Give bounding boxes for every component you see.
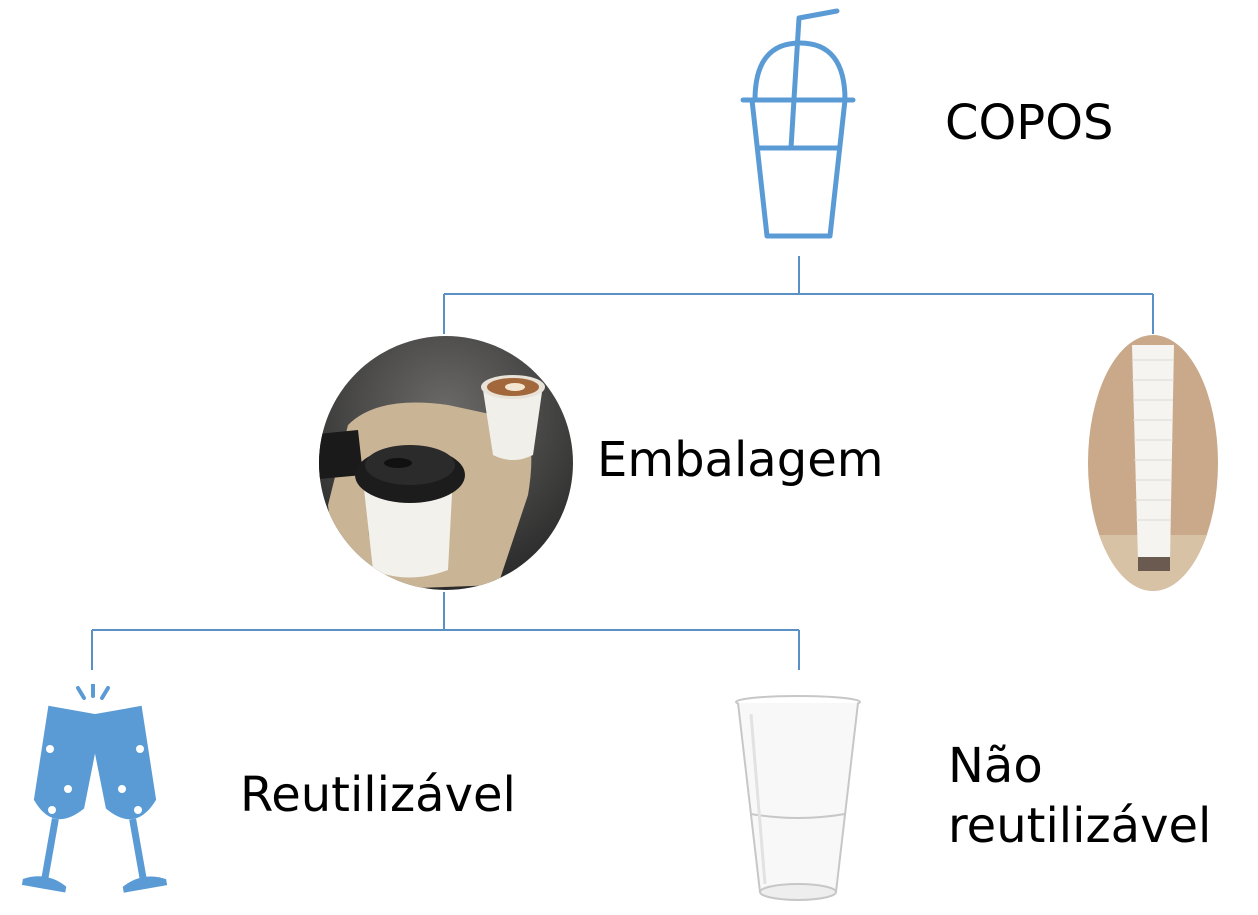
drink-cup-with-straw-icon bbox=[740, 8, 856, 239]
stacked-paper-cups-photo bbox=[1088, 335, 1218, 591]
root-label: COPOS bbox=[945, 95, 1114, 151]
level2-left-label: Reutilizável bbox=[240, 767, 516, 823]
takeaway-coffee-cups-photo bbox=[319, 336, 573, 590]
level1-left-label: Embalagem bbox=[597, 432, 884, 488]
level2-right-label-line2: reutilizável bbox=[948, 798, 1212, 854]
champagne-glasses-toast-icon bbox=[21, 684, 168, 893]
plastic-cup-photo bbox=[735, 695, 861, 901]
level2-right-label-line1: Não bbox=[948, 738, 1043, 794]
level2-right-label: Não reutilizável bbox=[948, 736, 1211, 856]
